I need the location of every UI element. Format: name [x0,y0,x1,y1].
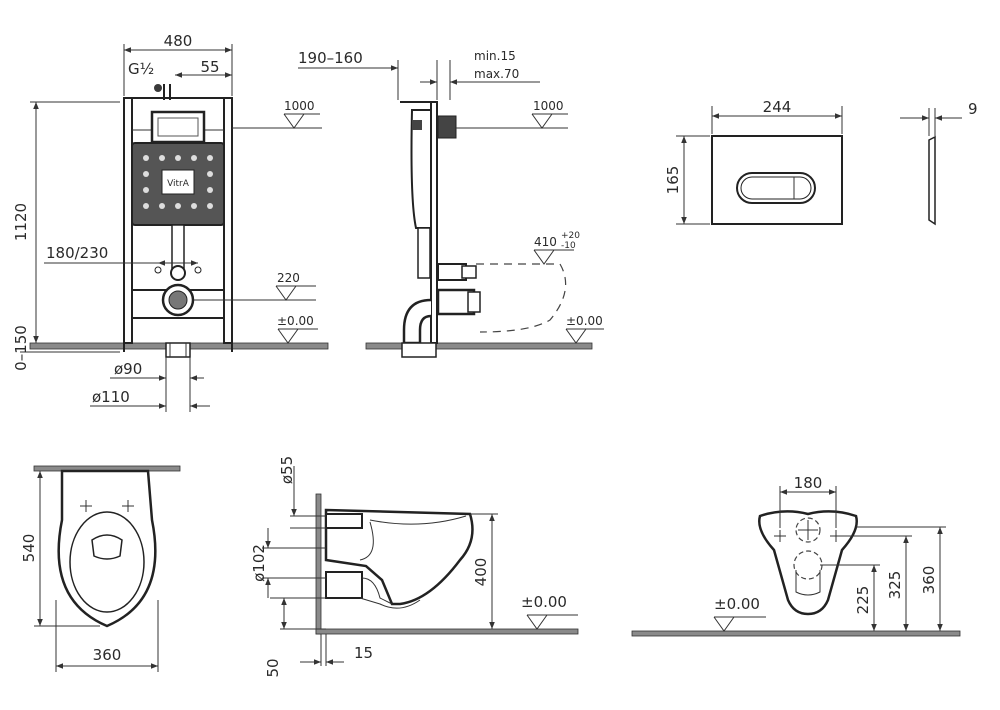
wall-min-label: min.15 [474,49,516,63]
outlet-diameter-label: ø55 [278,456,296,484]
inlet-height-label: 325 [886,571,904,600]
floor-gap-label: 50 [264,658,282,677]
seat-tol-plus-label: +20 [561,231,580,241]
frame-width-label: 480 [164,32,193,50]
bowl-side-view: ø55 ø102 50 15 400 ±0.00 [250,456,579,678]
plate-width-label: 244 [763,98,792,116]
bowl-top-view: 540 360 [20,465,181,672]
flush-button [736,172,816,204]
side-level-top-label: 1000 [533,99,564,113]
front-bolt-spacing-label: 180 [794,474,823,492]
front-floor-label: ±0.00 [714,595,760,613]
supply-offset-label: 55 [200,58,219,76]
bowl-outline-front [758,510,858,616]
adjust-range-label: 0–150 [12,325,30,371]
wall-max-label: max.70 [474,67,519,81]
top-height-label: 360 [920,566,938,595]
inlet-diameter-label: ø102 [250,544,268,582]
bowl-outline-side [324,508,474,606]
frame-depth-label: 190–160 [298,49,363,67]
wall-gap-label: 15 [354,644,373,662]
bowl-length-label: 540 [20,534,38,563]
bowl-height-label: 400 [472,558,490,587]
pipe-outer-label: ø110 [92,388,130,406]
outlet-height-label: 225 [854,586,872,615]
bowl-outline-hidden [476,263,567,333]
seat-level-label: 410 [534,235,557,249]
bowl-front-view: 180 225 325 360 ±0.00 [631,474,961,637]
level-floor-label: ±0.00 [277,314,314,328]
side-level-floor-label: ±0.00 [566,314,603,328]
side-bowl-floor-label: ±0.00 [521,593,567,611]
seat-tol-minus-label: -10 [561,241,576,251]
plate-thickness-label: 9 [968,100,978,118]
supply-thread-label: G½ [128,60,154,78]
flush-plate-view: 244 165 9 [664,98,978,226]
plate-height-label: 165 [664,166,682,195]
frame-side-view: 190–160 min.15 max.70 1000 410 +20 -10 ±… [298,49,604,358]
level-top-label: 1000 [284,99,315,113]
frame-height-label: 1120 [12,203,30,241]
bowl-width-label: 360 [93,646,122,664]
frame-left-upright [123,97,133,344]
level-outlet-label: 220 [277,271,300,285]
frame-right-upright [223,97,233,344]
bolt-spacing-label: 180/230 [46,244,108,262]
frame-front-view: VitrA 480 55 G½ 1120 0–150 [12,32,329,412]
flush-plate [711,135,843,225]
flush-actuator-housing [150,110,206,144]
pipe-inner-label: ø90 [114,360,142,378]
brand-label: VitrA [167,179,190,189]
